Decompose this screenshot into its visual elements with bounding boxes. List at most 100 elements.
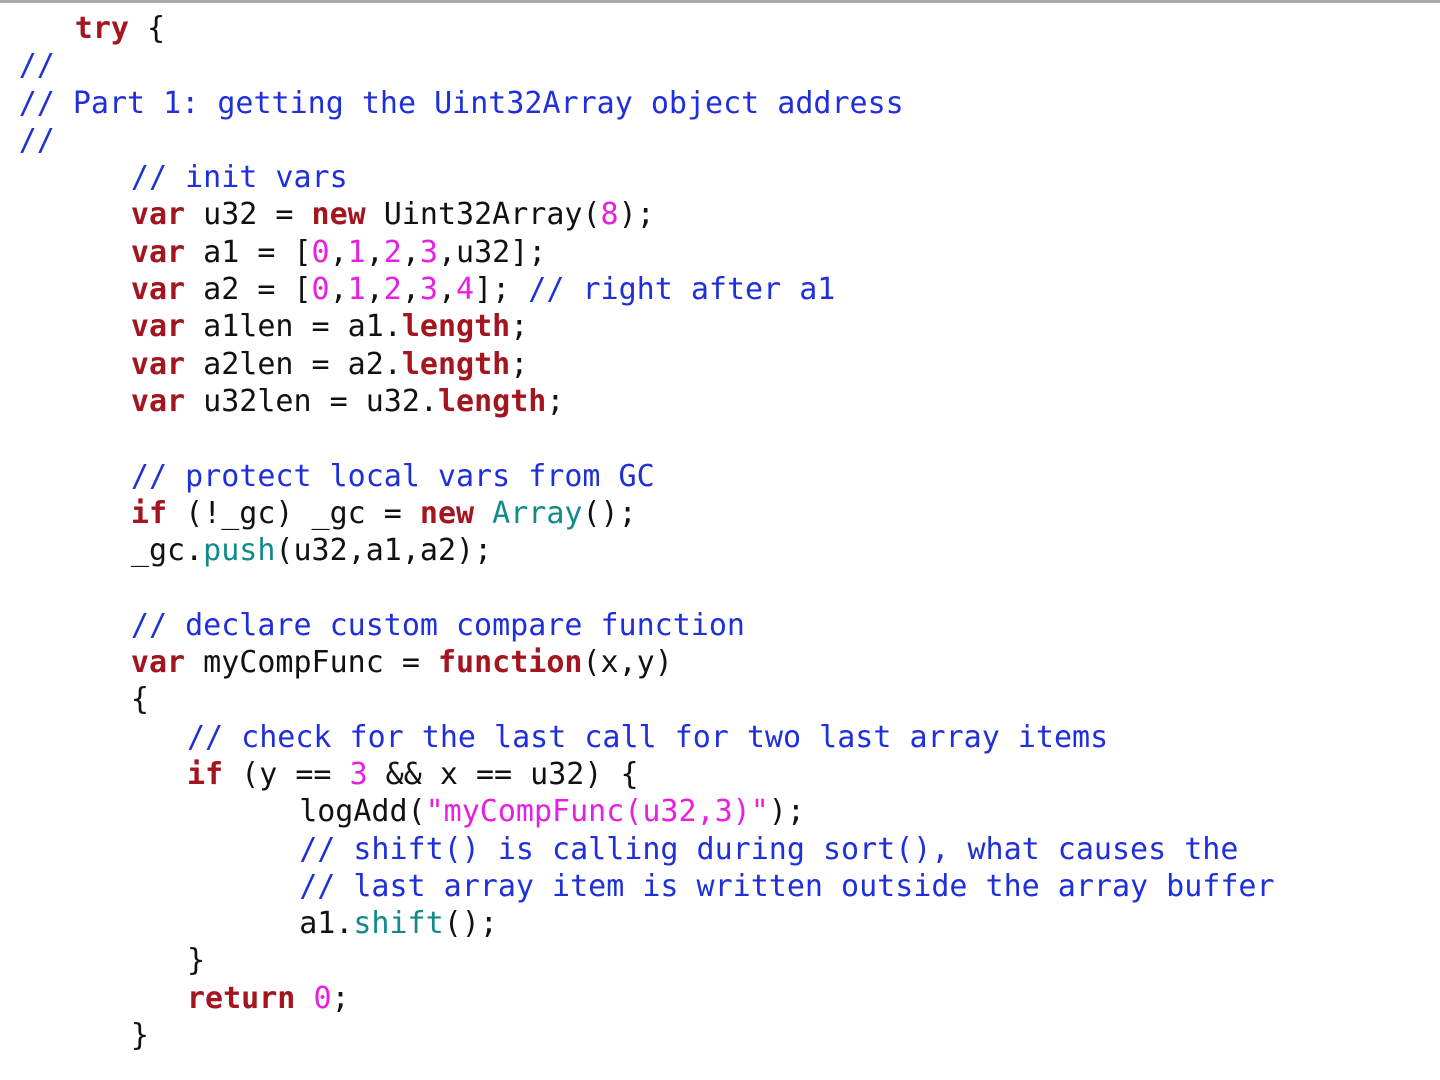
code-token-keyword: new — [419, 495, 475, 531]
code-line: // Part 1: getting the Uint32Array objec… — [0, 85, 1440, 122]
code-content[interactable]: try {//// Part 1: getting the Uint32Arra… — [0, 10, 1440, 1054]
code-token-keyword: length — [401, 346, 511, 382]
code-token-comment: // right after a1 — [528, 272, 836, 308]
code-token-number: 0 — [311, 272, 330, 308]
code-token-code-text: a2len = a2. — [185, 346, 402, 382]
code-token-code-text: _gc. — [130, 533, 204, 569]
code-token-comment: // protect local vars from GC — [130, 458, 655, 494]
code-token-comment: // — [18, 48, 55, 84]
code-token-keyword: var — [130, 346, 186, 382]
code-token-number: 2 — [383, 234, 402, 270]
code-token-string: "myCompFunc(u32,3)" — [425, 794, 769, 830]
code-token-number: 1 — [347, 234, 366, 270]
code-token-keyword: return — [187, 980, 296, 1016]
code-token-code-text — [474, 496, 492, 531]
code-token-comment: // declare custom compare function — [130, 607, 745, 643]
code-line: { — [0, 681, 1440, 718]
code-line: if (y == 3 && x == u32) { — [0, 756, 1440, 793]
code-token-keyword: new — [311, 197, 366, 233]
code-line: try { — [0, 10, 1440, 47]
code-line — [0, 569, 1440, 606]
code-token-code-text: (); — [582, 495, 637, 531]
code-token-code-text: (!_gc) _gc = — [167, 495, 420, 531]
code-token-keyword: var — [130, 272, 186, 308]
code-token-code-text: a1 = [ — [185, 234, 312, 270]
code-token-code-text: ; — [331, 980, 350, 1016]
code-token-keyword: if — [130, 495, 168, 531]
code-token-code-text: (x,y) — [582, 645, 673, 681]
code-token-builtin-call: shift — [353, 906, 444, 942]
code-token-code-text: ; — [510, 346, 529, 382]
code-line: // declare custom compare function — [0, 607, 1440, 644]
code-line: // protect local vars from GC — [0, 458, 1440, 495]
code-token-code-text: , — [329, 234, 348, 270]
code-token-number: 3 — [349, 756, 368, 792]
code-token-code-text: , — [365, 234, 384, 270]
code-token-keyword: var — [130, 234, 186, 270]
code-token-comment: // check for the last call for two last … — [187, 719, 1109, 755]
code-line: // — [0, 122, 1440, 159]
code-token-code-text: Uint32Array( — [365, 197, 601, 233]
code-token-number: 3 — [419, 272, 438, 308]
code-line: var a1len = a1.length; — [0, 308, 1440, 345]
code-token-comment: // init vars — [130, 160, 348, 196]
code-token-code-text: ; — [546, 383, 565, 419]
code-token-number: 2 — [383, 272, 402, 308]
code-line: var myCompFunc = function(x,y) — [0, 644, 1440, 681]
code-token-code-text: myCompFunc = — [185, 645, 438, 681]
code-token-builtin-call: push — [203, 533, 276, 569]
code-token-keyword: var — [130, 197, 186, 233]
code-token-number: 8 — [600, 197, 619, 233]
code-line: logAdd("myCompFunc(u32,3)"); — [0, 793, 1440, 830]
code-token-comment: // shift() is calling during sort(), wha… — [299, 831, 1239, 867]
code-token-keyword: function — [437, 645, 583, 681]
code-line: var a2len = a2.length; — [0, 346, 1440, 383]
code-token-comment: // last array item is written outside th… — [299, 868, 1275, 904]
code-token-code-text: , — [401, 272, 420, 308]
code-line: var a1 = [0,1,2,3,u32]; — [0, 234, 1440, 271]
code-line: } — [0, 942, 1440, 979]
code-token-code-text: u32 = — [185, 197, 312, 233]
code-line: var a2 = [0,1,2,3,4]; // right after a1 — [0, 271, 1440, 308]
code-line: var u32 = new Uint32Array(8); — [0, 196, 1440, 233]
code-token-code-text: ,u32]; — [437, 234, 547, 270]
code-token-builtin-call: Array — [492, 495, 583, 531]
code-token-code-text: (); — [443, 906, 498, 942]
code-token-number: 1 — [347, 272, 366, 308]
code-token-code-text: a1len = a1. — [185, 309, 402, 345]
code-token-code-text: && x == u32) { — [367, 756, 639, 792]
code-line: // check for the last call for two last … — [0, 719, 1440, 756]
code-token-code-text: , — [437, 272, 457, 308]
code-line: // — [0, 47, 1440, 84]
code-token-code-text: , — [401, 234, 420, 270]
code-line: return 0; — [0, 980, 1440, 1017]
code-line: // last array item is written outside th… — [0, 868, 1440, 905]
code-token-code-text: ]; — [474, 272, 529, 308]
code-line: // shift() is calling during sort(), wha… — [0, 831, 1440, 868]
code-token-code-text: , — [365, 272, 384, 308]
code-token-comment: // — [18, 122, 55, 158]
code-token-code-text: (y == — [223, 756, 350, 792]
code-token-number: 0 — [313, 980, 332, 1016]
code-token-code-text: } — [187, 943, 206, 979]
code-token-code-text: a2 = [ — [185, 272, 312, 308]
code-token-code-text: ; — [510, 309, 529, 345]
code-token-number: 0 — [311, 234, 330, 270]
code-token-code-text: logAdd( — [299, 794, 426, 830]
code-token-keyword: length — [401, 309, 511, 345]
code-token-keyword: var — [130, 645, 186, 681]
code-token-code-text: ); — [768, 794, 805, 830]
code-token-keyword: length — [437, 383, 547, 419]
code-token-code-text: { — [128, 11, 166, 46]
code-token-code-text: u32len = u32. — [185, 383, 438, 419]
code-token-code-text: { — [130, 682, 149, 718]
code-line: if (!_gc) _gc = new Array(); — [0, 495, 1440, 532]
code-token-code-text: a1. — [299, 906, 354, 942]
code-token-comment: // Part 1: getting the Uint32Array objec… — [18, 85, 904, 121]
code-line — [0, 420, 1440, 457]
code-token-code-text: ); — [618, 197, 655, 233]
code-token-keyword: try — [74, 11, 129, 46]
code-token-keyword: var — [130, 309, 186, 345]
code-token-code-text: (u32,a1,a2); — [275, 533, 493, 569]
